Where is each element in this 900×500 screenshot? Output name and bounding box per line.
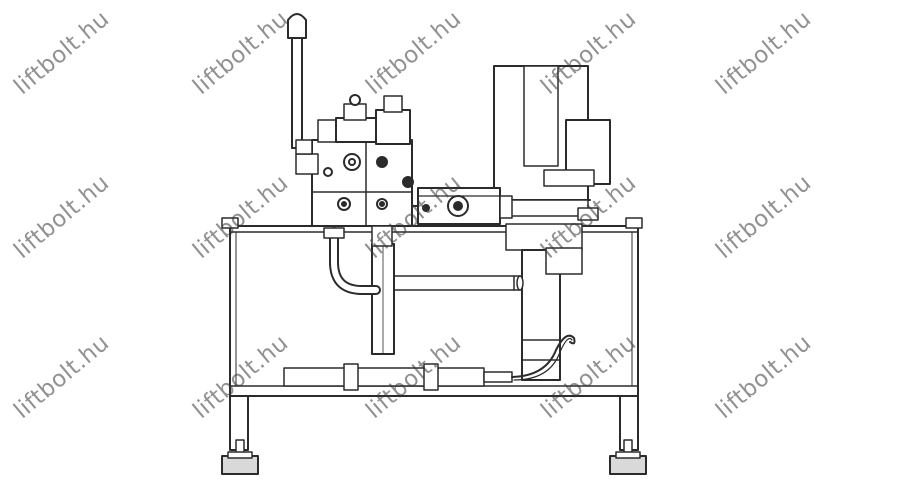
right-leg <box>609 395 647 475</box>
filter-housing <box>411 187 513 225</box>
valve-block <box>295 119 414 247</box>
hand-lever <box>287 13 313 155</box>
lower-pipe <box>283 363 513 391</box>
bent-pipe <box>323 227 381 295</box>
suction-column <box>371 243 395 355</box>
electric-motor <box>493 65 611 221</box>
sensor-cable <box>511 334 576 381</box>
pump-housing <box>505 223 583 381</box>
left-leg <box>221 395 259 475</box>
solenoid-valve <box>335 94 411 145</box>
horizontal-pipe <box>389 275 524 291</box>
